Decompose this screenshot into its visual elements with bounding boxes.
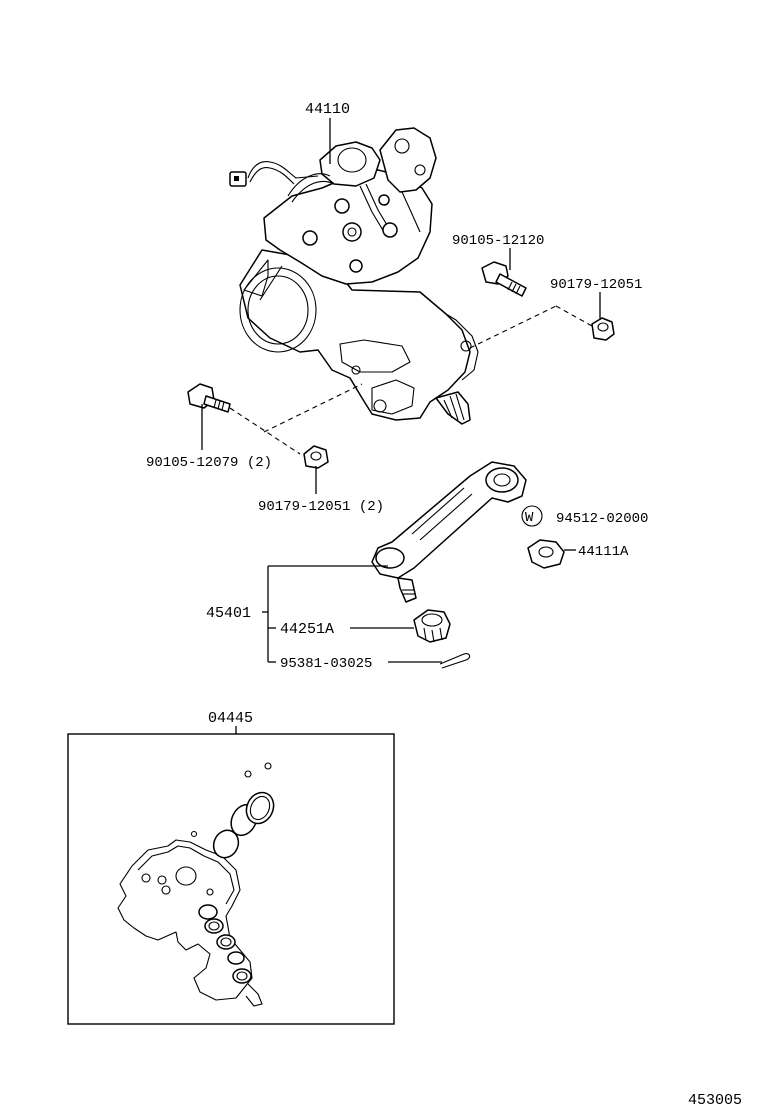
label-pitman-arm-assy: 45401 — [206, 605, 251, 622]
steering-gear-housing-drawing — [229, 127, 479, 425]
label-cotter-pin: 95381-03025 — [280, 656, 372, 672]
dashed-line-upper-nut — [555, 305, 593, 327]
flange-bolt-upper-drawing — [481, 261, 527, 297]
cotter-pin-drawing — [439, 653, 471, 669]
leader-lines — [201, 118, 601, 734]
dashed-line-upper — [469, 305, 557, 349]
gasket-kit-box — [67, 733, 395, 1025]
nut-upper-drawing — [591, 317, 615, 341]
washer-symbol-letter: W — [525, 510, 534, 526]
figure-number: 453005 — [688, 1092, 742, 1109]
dashed-line-lower-housing — [263, 383, 363, 433]
dashed-line-lower — [229, 407, 301, 455]
label-nut-upper: 90179-12051 — [550, 277, 642, 293]
nut-lower-drawing — [303, 445, 329, 469]
gasket-kit-drawing — [117, 762, 275, 1007]
castle-nut-drawing — [413, 609, 451, 643]
arm-nut-drawing — [527, 539, 565, 569]
label-flange-bolt-lower: 90105-12079 (2) — [146, 455, 272, 471]
label-castle-nut: 44251A — [280, 621, 334, 638]
label-gasket-kit: 04445 — [208, 710, 253, 727]
washer-symbol: W — [521, 505, 543, 527]
label-washer: 94512-02000 — [556, 511, 648, 527]
label-flange-bolt-upper: 90105-12120 — [452, 233, 544, 249]
label-arm-nut: 44111A — [578, 544, 629, 560]
label-gear-housing: 44110 — [305, 101, 350, 118]
label-nut-lower: 90179-12051 (2) — [258, 499, 384, 515]
pitman-arm-drawing — [371, 461, 527, 603]
flange-bolt-lower-drawing — [187, 383, 231, 413]
